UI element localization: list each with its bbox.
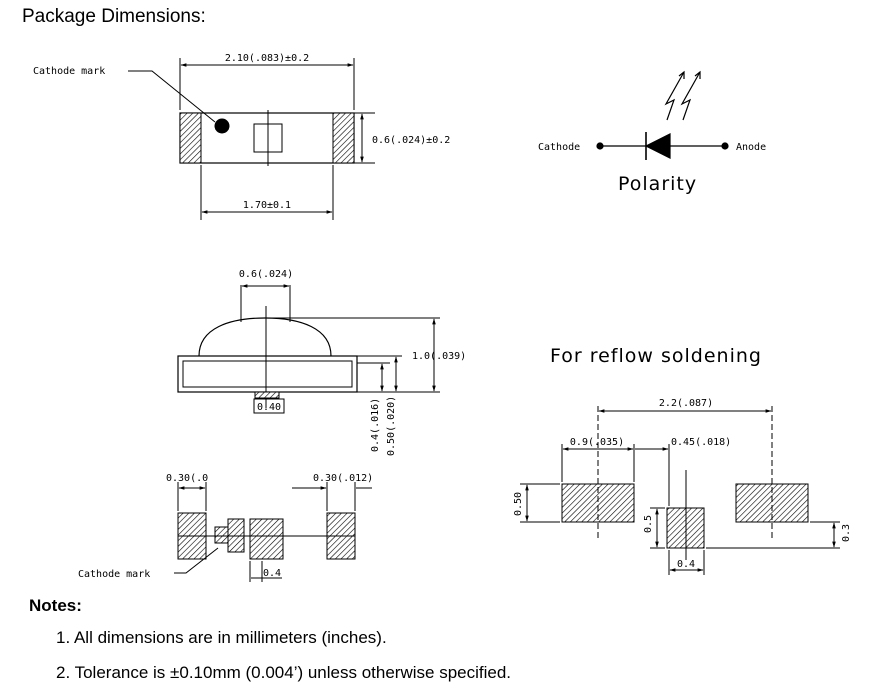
note-item-1: 1. All dimensions are in millimeters (in… <box>56 628 387 647</box>
top-cathode-mark-label: Cathode mark <box>33 66 105 77</box>
reflow-pad-left-dim: 0.9(.035) <box>570 437 624 448</box>
polarity-cathode-label: Cathode <box>538 142 580 153</box>
reflow-h-mid-dim: 0.5 <box>643 515 654 533</box>
side-h1-dim: 0.4(.016) <box>370 398 381 452</box>
polarity-title: Polarity <box>618 173 697 195</box>
side-dome-dim: 0.6(.024) <box>239 269 293 280</box>
package-drawing: 2.10(.083)±0.2 0.6(.024)±0.2 1.70±0.1 Ca… <box>33 53 852 582</box>
top-body <box>179 112 355 164</box>
reflow-h-left-dim: 0.50 <box>513 492 524 516</box>
cathode-dot <box>214 118 230 134</box>
side-total-height-dim: 1.0(.039) <box>412 351 466 362</box>
side-pad-dim: 0.40 <box>257 402 281 413</box>
top-height-dim: 0.6(.024)±0.2 <box>372 135 450 146</box>
diode-triangle <box>644 133 671 159</box>
bottom-cathode-block <box>214 526 229 544</box>
top-view <box>128 58 375 220</box>
bottom-cathode-mark-label: Cathode mark <box>78 569 150 580</box>
bottom-view <box>174 482 372 582</box>
bottom-pad-dim: 0.4 <box>263 568 281 579</box>
reflow-pad-mid-dim: 0.45(.018) <box>671 437 731 448</box>
reflow-h-right-dim: 0.3 <box>841 524 852 542</box>
side-body-inner <box>182 360 353 388</box>
note-item-2: 2. Tolerance is ±0.10mm (0.004’) unless … <box>56 663 512 682</box>
top-left-pad <box>179 112 202 164</box>
side-h2-dim: 0.50(.020) <box>386 396 397 456</box>
side-pad <box>254 391 280 399</box>
top-inner-dim: 1.70±0.1 <box>243 200 291 211</box>
top-width-dim: 2.10(.083)±0.2 <box>225 53 309 64</box>
side-view <box>177 284 440 414</box>
side-pad-label-box <box>253 398 285 414</box>
notes-title: Notes: <box>29 596 82 615</box>
page-heading: Package Dimensions: <box>22 6 206 27</box>
polarity-symbol <box>596 70 729 160</box>
bottom-right-dim: 0.30(.012) <box>313 473 373 484</box>
bottom-center-pad <box>249 518 284 560</box>
reflow-footprint <box>520 406 840 575</box>
reflow-w-mid-dim: 0.4 <box>677 559 695 570</box>
reflow-title: For reflow soldening <box>550 345 762 367</box>
polarity-anode-label: Anode <box>736 142 766 153</box>
bottom-left-dim: 0.30(.0 <box>166 473 208 484</box>
reflow-span-dim: 2.2(.087) <box>659 398 713 409</box>
top-right-pad <box>332 112 355 164</box>
side-dome <box>198 317 332 357</box>
